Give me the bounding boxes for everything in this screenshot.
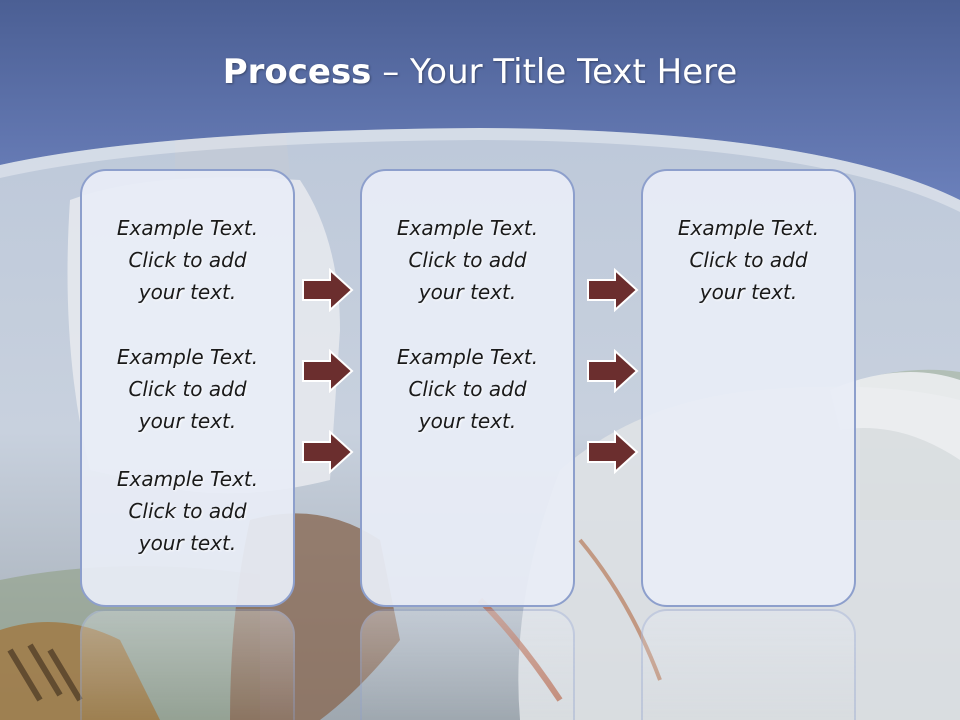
text-line: Click to add	[408, 248, 527, 272]
text-line: Example Text.	[116, 467, 259, 491]
text-block[interactable]: Example Text. Click to add your text.	[362, 212, 573, 308]
text-line: Click to add	[689, 248, 808, 272]
text-line: Example Text.	[116, 216, 259, 240]
slide-title[interactable]: Process – Your Title Text Here	[0, 52, 960, 92]
right-arrow-icon	[302, 430, 354, 474]
process-box-3[interactable]: Example Text. Click to add your text.	[641, 169, 856, 607]
text-line: Click to add	[128, 377, 247, 401]
box-reflection	[641, 609, 856, 720]
title-rest: – Your Title Text Here	[371, 52, 738, 92]
text-line: Click to add	[128, 248, 247, 272]
text-block[interactable]: Example Text. Click to add your text.	[82, 341, 293, 437]
text-line: your text.	[699, 280, 798, 304]
text-line: your text.	[418, 409, 517, 433]
right-arrow-icon	[587, 268, 639, 312]
right-arrow-icon	[587, 349, 639, 393]
text-line: Example Text.	[396, 345, 539, 369]
process-box-1[interactable]: Example Text. Click to add your text. Ex…	[80, 169, 295, 607]
text-block[interactable]: Example Text. Click to add your text.	[362, 341, 573, 437]
text-line: your text.	[138, 409, 237, 433]
text-block[interactable]: Example Text. Click to add your text.	[82, 463, 293, 559]
text-line: Example Text.	[677, 216, 820, 240]
right-arrow-icon	[302, 268, 354, 312]
text-line: your text.	[138, 280, 237, 304]
text-line: your text.	[138, 531, 237, 555]
text-line: Example Text.	[116, 345, 259, 369]
text-block[interactable]: Example Text. Click to add your text.	[82, 212, 293, 308]
process-box-2[interactable]: Example Text. Click to add your text. Ex…	[360, 169, 575, 607]
right-arrow-icon	[587, 430, 639, 474]
text-line: Example Text.	[396, 216, 539, 240]
text-line: Click to add	[408, 377, 527, 401]
title-bold-word: Process	[222, 52, 372, 92]
text-line: Click to add	[128, 499, 247, 523]
text-block[interactable]: Example Text. Click to add your text.	[643, 212, 854, 308]
box-reflection	[360, 609, 575, 720]
right-arrow-icon	[302, 349, 354, 393]
text-line: your text.	[418, 280, 517, 304]
box-reflection	[80, 609, 295, 720]
